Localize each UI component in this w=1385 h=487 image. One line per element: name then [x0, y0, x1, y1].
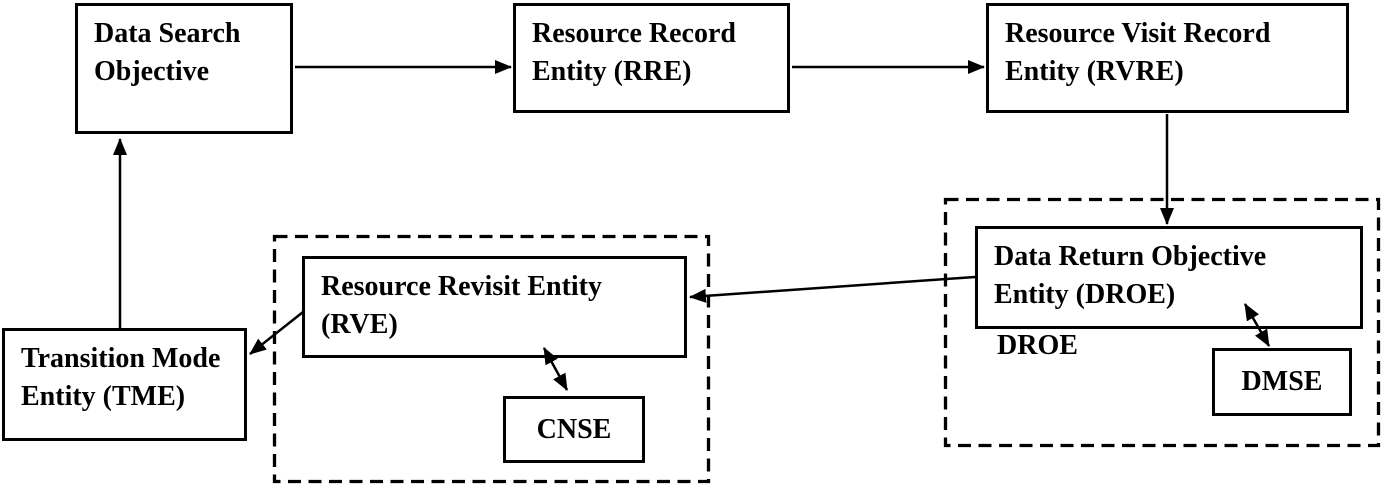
node-label-line: Entity (RVRE): [1005, 56, 1184, 87]
node-label-line: Data Search: [94, 18, 241, 49]
edge-droe-to-rve: [689, 275, 976, 303]
node-cnse: CNSE: [503, 396, 645, 463]
node-label-line: Entity (RRE): [532, 56, 692, 87]
node-label-line: Data Return Objective: [994, 241, 1267, 272]
droe-group-caption: DROE: [997, 330, 1078, 361]
node-label-line: Entity (TME): [21, 381, 186, 412]
node-label-line: Resource Visit Record: [1005, 18, 1271, 49]
node-dmse: DMSE: [1212, 348, 1352, 416]
node-resource-visit-record-entity: Resource Visit Record Entity (RVRE): [986, 3, 1349, 113]
node-label-line: (RVE): [321, 309, 398, 340]
node-transition-mode-entity: Transition Mode Entity (TME): [2, 328, 247, 441]
node-label-line: DMSE: [1241, 366, 1323, 397]
node-label-line: Objective: [94, 56, 210, 87]
node-label-line: Transition Mode: [21, 343, 221, 374]
node-label-line: CNSE: [536, 413, 612, 445]
node-resource-record-entity: Resource Record Entity (RRE): [513, 3, 790, 113]
node-data-search-objective: Data Search Objective: [75, 3, 293, 134]
edge-rve-to-tme: [249, 311, 304, 355]
node-resource-revisit-entity: Resource Revisit Entity (RVE): [302, 256, 687, 358]
node-label-line: Resource Revisit Entity: [321, 271, 602, 302]
node-label-line: Entity (DROE): [994, 279, 1176, 310]
node-data-return-objective-entity: Data Return Objective Entity (DROE): [975, 226, 1363, 329]
node-label-line: Resource Record: [532, 18, 736, 49]
